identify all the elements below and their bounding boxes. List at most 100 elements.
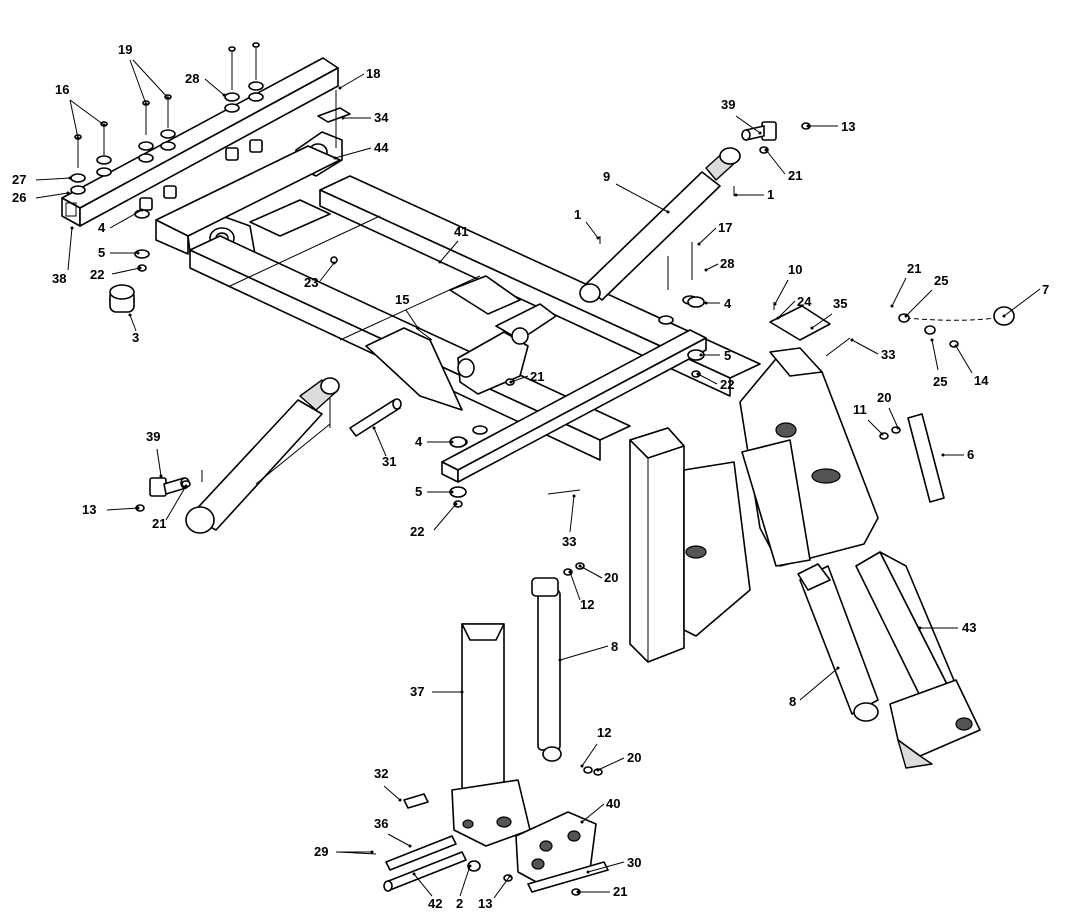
leader-line [106,507,139,511]
part-callout-11: 11 [853,402,867,417]
flat-plate [907,413,945,503]
part-callout-4a: 4 [98,220,106,235]
part-callout-33a: 33 [881,347,895,362]
part-callout-27: 27 [12,172,26,187]
leader-end [578,564,582,568]
part-callout-12a: 12 [580,597,594,612]
part-callout-38: 38 [52,271,66,286]
part-callout-44: 44 [374,140,389,155]
part-callout-32: 32 [374,766,388,781]
part-callout-28a: 28 [185,71,199,86]
leader-end [764,148,768,152]
part-callout-16a: 16 [55,82,69,97]
leader-end [70,226,74,230]
main-frame [155,145,761,461]
leader-line [433,503,457,531]
leader-end [896,426,900,430]
leader-line [67,227,73,271]
leader-line [774,279,789,305]
part-callout-39b: 39 [146,429,160,444]
leader-end [580,764,584,768]
part-callout-13a: 13 [841,119,855,134]
leader-line [615,183,669,213]
part-callout-20b: 20 [604,570,618,585]
leader-line [334,147,372,159]
leader-line [35,177,71,181]
leader-line [493,875,511,899]
part-callout-7: 7 [1042,282,1049,297]
leader-end [450,440,454,444]
leader-end [941,453,945,457]
leader-line [888,407,899,429]
short-pin [403,793,429,809]
long-pin-upper [385,835,457,871]
part-callout-1a: 1 [767,187,774,202]
leader-line [373,427,387,457]
leader-line [35,192,69,199]
leader-line [777,300,796,319]
pivot-pin [349,398,402,437]
leader-line [1003,288,1041,317]
part-callout-42: 42 [428,896,442,911]
leader-line [867,419,883,435]
part-callout-33b: 33 [562,534,576,549]
part-callout-21c: 21 [530,369,544,384]
part-callout-22a: 22 [90,267,104,282]
leader-line [891,277,907,307]
hydraulic-cylinder-upper [579,147,741,303]
leader-end [66,191,70,195]
leader-end [580,820,584,824]
part-callout-1b: 1 [574,207,581,222]
part-callout-21e: 21 [613,884,627,899]
part-callout-5c: 5 [415,484,422,499]
leader-end [68,176,72,180]
leader-end [596,236,600,240]
leader-end [773,302,777,306]
leader-line [132,59,169,99]
right-upright-post [739,347,879,567]
bolt [74,134,82,168]
part-callout-35: 35 [833,296,847,311]
part-callout-21a: 21 [788,168,802,183]
part-callout-20c: 20 [627,750,641,765]
leader-line [339,73,365,89]
leg-assembly-left [451,623,531,847]
bolt [252,42,260,80]
part-callout-3: 3 [132,330,139,345]
part-callout-21b: 21 [907,261,921,276]
leader-line [851,339,879,355]
leader-end [696,372,700,376]
leader-line [569,495,575,533]
foot-bracket [515,811,597,885]
part-callout-19: 19 [118,42,132,57]
left-upright-post [629,427,751,663]
part-callout-6: 6 [967,447,974,462]
part-callout-26: 26 [12,190,26,205]
leader-end [586,870,590,874]
leader-line [129,314,137,332]
part-callout-10: 10 [788,262,802,277]
leader-end [412,872,416,876]
pivot-pin-with-plate [741,121,777,141]
leader-end [450,490,454,494]
cover-plate [769,305,831,341]
leader-line [697,373,718,385]
bolt [100,121,108,155]
leader-line [510,375,529,383]
part-callout-39a: 39 [721,97,735,112]
part-callout-13b: 13 [82,502,96,517]
part-callout-14: 14 [974,373,989,388]
hydraulic-cylinder-lower [185,377,340,534]
part-callout-4c: 4 [415,434,423,449]
part-callout-15: 15 [395,292,409,307]
part-callout-24: 24 [797,294,812,309]
part-callout-22c: 22 [410,524,424,539]
leader-end [102,123,106,127]
leader-end [734,193,738,197]
part-callout-29: 29 [314,844,328,859]
leader-end [596,768,600,772]
leader-end [954,344,958,348]
leader-line [459,865,471,897]
leader-end [341,116,345,120]
